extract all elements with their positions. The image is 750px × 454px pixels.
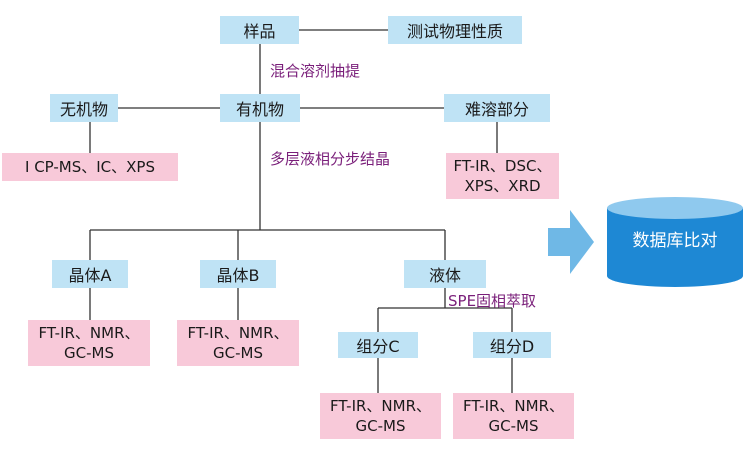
step-mixed-solvent-label: 混合溶剂抽提 xyxy=(270,62,361,80)
insoluble-methods-line-1: FT-IR、DSC、 xyxy=(453,157,552,175)
arrow-right-icon xyxy=(548,210,594,274)
crystal-b-methods-line-1: FT-IR、NMR、 xyxy=(187,324,289,342)
insoluble-methods-line-2: XPS、XRD xyxy=(464,177,541,195)
crystal-a-methods-box: FT-IR、NMR、 GC-MS xyxy=(28,320,150,366)
component-c-methods-line-2: GC-MS xyxy=(355,417,406,435)
component-d-methods-box: FT-IR、NMR、 GC-MS xyxy=(453,393,574,439)
crystal-b-methods-box: FT-IR、NMR、 GC-MS xyxy=(177,320,299,366)
inorganic-methods-box: I CP-MS、IC、XPS xyxy=(2,153,178,181)
insoluble-node: 难溶部分 xyxy=(444,94,550,122)
component-d-methods-line-2: GC-MS xyxy=(488,417,539,435)
component-c-node: 组分C xyxy=(338,332,418,358)
crystal-a-methods-line-2: GC-MS xyxy=(64,344,114,362)
inorganic-node: 无机物 xyxy=(50,94,118,122)
component-c-methods-box: FT-IR、NMR、 GC-MS xyxy=(320,393,441,439)
property-test-node: 测试物理性质 xyxy=(388,16,522,44)
insoluble-methods-box: FT-IR、DSC、 XPS、XRD xyxy=(446,153,559,199)
crystal-b-methods-line-2: GC-MS xyxy=(213,344,263,362)
step-crystallization-label: 多层液相分步结晶 xyxy=(270,150,391,168)
crystal-a-node: 晶体A xyxy=(52,260,128,288)
component-d-node: 组分D xyxy=(473,332,551,358)
step-spe-label: SPE固相萃取 xyxy=(448,292,537,310)
component-c-methods-line-1: FT-IR、NMR、 xyxy=(330,397,431,415)
database-icon xyxy=(607,197,743,287)
organic-node: 有机物 xyxy=(220,94,300,122)
database-compare-label: 数据库比对 xyxy=(632,231,718,251)
sample-node: 样品 xyxy=(220,16,299,44)
liquid-node: 液体 xyxy=(404,260,486,288)
crystal-b-node: 晶体B xyxy=(200,260,276,288)
crystal-a-methods-line-1: FT-IR、NMR、 xyxy=(38,324,140,342)
component-d-methods-line-1: FT-IR、NMR、 xyxy=(463,397,564,415)
